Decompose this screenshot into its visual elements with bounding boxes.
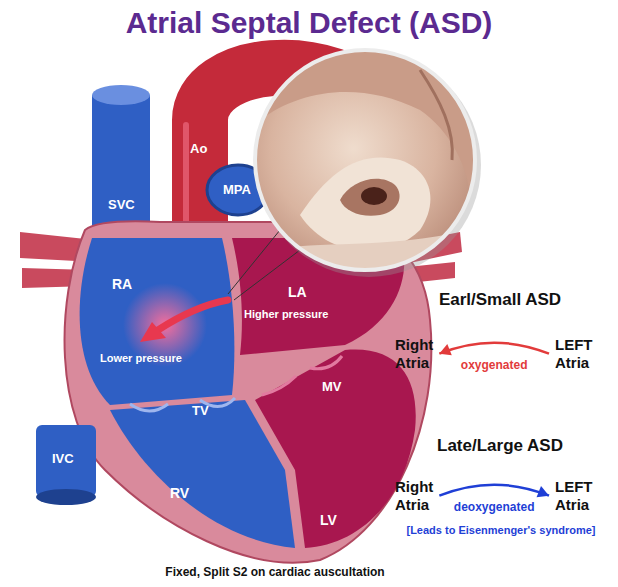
chamber-term: LEFT Atria: [555, 336, 593, 371]
part-label: SVC: [108, 198, 135, 213]
part-label: Ao: [190, 142, 207, 157]
node-text: Right Atria: [395, 336, 433, 371]
pressure-label: Higher pressure: [244, 308, 328, 321]
chamber-term: LEFT Atria: [555, 478, 593, 513]
diagram-title: Atrial Septal Defect (ASD): [0, 6, 618, 41]
flow-label: oxygenated: [461, 359, 528, 373]
shunt-arrowhead: [140, 322, 166, 342]
part-label: RV: [170, 485, 189, 501]
part-label: LV: [320, 512, 337, 528]
part-label: TV: [192, 404, 209, 419]
right-atrium: [80, 238, 235, 405]
left-ventricle: [255, 350, 416, 548]
flow-label: deoxygenated: [454, 501, 535, 515]
section-heading: Late/Large ASD: [385, 436, 615, 456]
node-text: LEFT Atria: [555, 478, 593, 513]
flow-arrow: [439, 343, 549, 355]
arrowhead: [537, 486, 549, 497]
node-text: Right Atria: [395, 478, 433, 513]
inferior-vena-cava: [36, 425, 96, 505]
chamber-term: Right Atria: [395, 478, 433, 513]
tricuspid-valve: [130, 398, 235, 411]
note-label: [Leads to Eisenmenger's syndrome]: [388, 524, 614, 537]
mitral-valve: [262, 356, 342, 395]
node-text: LEFT Atria: [555, 336, 593, 371]
right-ventricle: [110, 400, 295, 548]
pressure-label: Lower pressure: [100, 352, 182, 365]
arrowhead: [439, 344, 451, 355]
part-label: IVC: [52, 452, 74, 467]
shunt-arrow: [158, 300, 228, 330]
flow-arrow-line: [439, 343, 549, 354]
part-label: RA: [112, 276, 132, 292]
part-label: LA: [288, 284, 307, 300]
flow-arrow: [439, 485, 549, 497]
inset-photo: [250, 45, 481, 280]
flow-arrow-line: [439, 485, 549, 496]
part-label: MV: [322, 380, 342, 395]
chamber-term: Right Atria: [395, 336, 433, 371]
part-label: MPA: [223, 183, 251, 198]
section-heading: Earl/Small ASD: [385, 290, 615, 310]
diagram-caption: Fixed, Split S2 on cardiac auscultation: [110, 566, 440, 580]
